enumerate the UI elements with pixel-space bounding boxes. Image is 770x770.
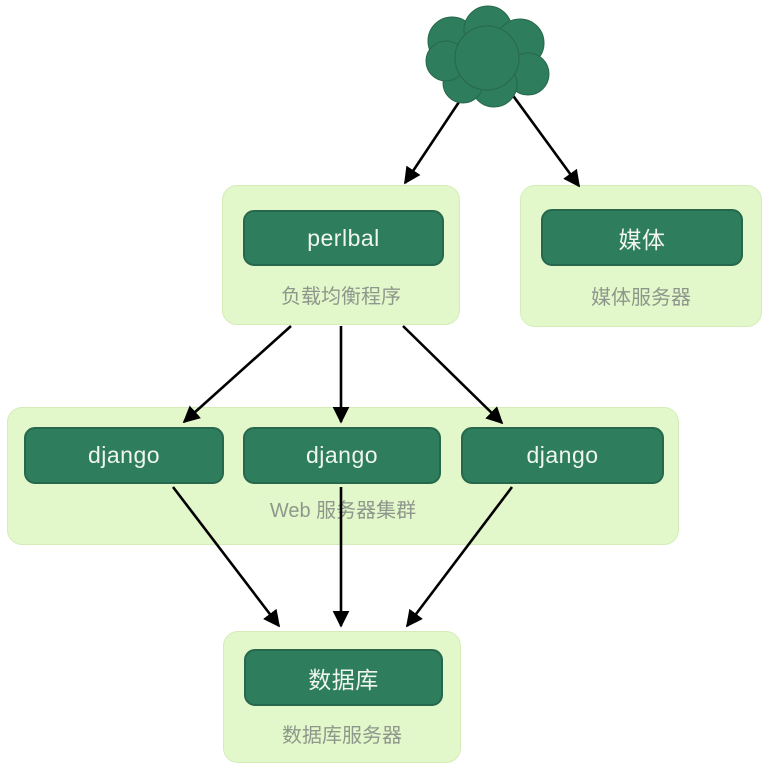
caption-web-cluster: Web 服务器集群 <box>269 500 417 522</box>
caption-media-server: 媒体服务器 <box>591 287 691 309</box>
caption-load-balancer: 负载均衡程序 <box>281 286 401 308</box>
node-django-1: django <box>24 427 224 484</box>
node-django-3: django <box>461 427 664 484</box>
node-perlbal: perlbal <box>243 210 444 266</box>
group-media-server: 媒体 媒体服务器 <box>520 185 762 327</box>
group-load-balancer: perlbal 负载均衡程序 <box>222 185 460 325</box>
group-web-cluster: django django django Web 服务器集群 <box>7 407 679 545</box>
node-django-2: django <box>243 427 441 484</box>
cloud-icon <box>425 5 550 108</box>
edge-cloud-to-media <box>485 59 581 188</box>
group-database-server: 数据库 数据库服务器 <box>223 631 461 763</box>
node-database: 数据库 <box>244 649 443 706</box>
edge-cloud-to-perlbal <box>403 59 489 185</box>
node-media: 媒体 <box>541 209 743 266</box>
caption-database-server: 数据库服务器 <box>282 725 402 747</box>
